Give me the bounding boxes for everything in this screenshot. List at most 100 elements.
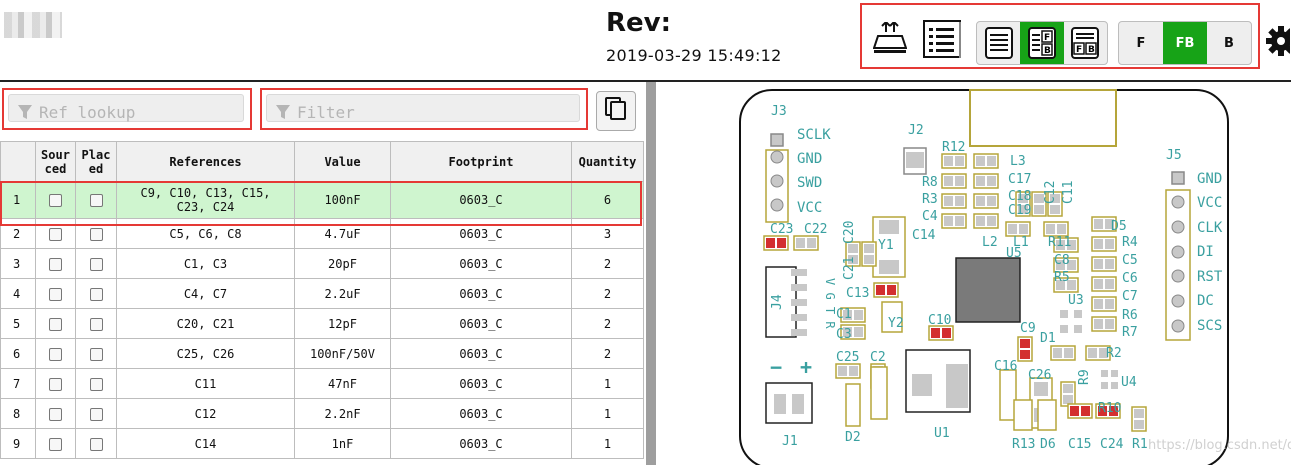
layer-back-button[interactable]: B	[1224, 35, 1234, 51]
layout-button-group: F B F B	[976, 21, 1108, 65]
placed-checkbox[interactable]	[75, 278, 117, 309]
pad	[796, 238, 805, 248]
pad	[912, 374, 932, 396]
pad	[1094, 319, 1103, 329]
sourced-checkbox[interactable]	[35, 428, 76, 459]
pad	[1056, 280, 1065, 290]
pad	[1067, 280, 1076, 290]
row-index: 6	[0, 338, 36, 369]
sourced-checkbox[interactable]	[35, 218, 76, 249]
pcb-ref-label: L2	[982, 235, 998, 250]
pad	[1056, 260, 1065, 270]
pcb-ref-label: D2	[845, 430, 861, 445]
pad	[1094, 299, 1103, 309]
pad	[1088, 348, 1097, 358]
col-header-value[interactable]: Value	[294, 141, 391, 182]
copy-button[interactable]	[596, 91, 636, 131]
pad	[1063, 384, 1073, 393]
placed-checkbox[interactable]	[75, 308, 117, 339]
placed-checkbox[interactable]	[75, 398, 117, 429]
pad	[1094, 279, 1103, 289]
placed-checkbox[interactable]	[75, 248, 117, 279]
ic-outline	[1096, 367, 1124, 395]
pad	[1094, 259, 1103, 269]
bom-only-icon[interactable]	[977, 22, 1020, 64]
placed-checkbox[interactable]	[75, 218, 117, 249]
pad	[1050, 194, 1060, 203]
layer-front-button[interactable]: F	[1136, 35, 1146, 51]
pcb-ref-label: C5	[1122, 253, 1138, 268]
filter-input[interactable]: Filter	[266, 94, 580, 122]
pcb-ref-label: C20	[842, 221, 857, 244]
pad	[944, 156, 953, 166]
sourced-checkbox[interactable]	[35, 248, 76, 279]
placed-checkbox[interactable]	[75, 181, 117, 219]
pad	[1105, 279, 1114, 289]
placed-checkbox[interactable]	[75, 368, 117, 399]
pcb-ref-label: R1	[1132, 437, 1148, 452]
value-cell: 1nF	[294, 428, 391, 459]
pcb-ref-label: +	[800, 355, 812, 379]
pcb-ref-label: J3	[771, 104, 787, 119]
pad	[792, 394, 804, 414]
pad	[1060, 325, 1068, 333]
col-header-index	[0, 141, 36, 182]
revision-title: Rev:	[606, 8, 671, 38]
bom-top-fb-icon[interactable]: F B	[1064, 22, 1107, 64]
pcb-ref-label: C11	[1061, 181, 1076, 204]
col-header-references[interactable]: References	[116, 141, 295, 182]
sourced-checkbox[interactable]	[35, 368, 76, 399]
pcb-ref-label: CLK	[1197, 220, 1223, 236]
pad	[864, 255, 874, 264]
col-header-quantity[interactable]: Quantity	[571, 141, 644, 182]
sourced-checkbox[interactable]	[35, 338, 76, 369]
square-pad	[1171, 171, 1185, 185]
through-hole-pad	[770, 150, 784, 164]
watermark-text: https://blog.csdn.net/qin_love	[1148, 438, 1291, 453]
panel-splitter[interactable]	[646, 82, 656, 465]
pad	[791, 299, 807, 306]
crystal-outline	[881, 301, 903, 333]
pcb-ref-label: D1	[1040, 331, 1056, 346]
pcb-ref-label: L1	[1013, 235, 1029, 250]
references-cell: C12	[116, 398, 295, 429]
sourced-checkbox[interactable]	[35, 398, 76, 429]
sourced-checkbox[interactable]	[35, 181, 76, 219]
value-cell: 2.2nF	[294, 398, 391, 429]
gear-icon[interactable]	[1264, 24, 1290, 58]
footprint-cell: 0603_C	[390, 338, 572, 369]
layer-front-back-button[interactable]: FB	[1163, 22, 1207, 64]
col-header-footprint[interactable]: Footprint	[390, 141, 572, 182]
pad	[791, 269, 807, 276]
netlist-icon[interactable]	[922, 19, 962, 59]
pad	[854, 310, 863, 320]
through-hole-pad	[1171, 319, 1185, 333]
ic-body	[955, 257, 1021, 323]
placed-checkbox[interactable]	[75, 428, 117, 459]
sourced-checkbox[interactable]	[35, 278, 76, 309]
sourced-checkbox[interactable]	[35, 308, 76, 339]
pad	[887, 285, 896, 295]
row-index: 1	[0, 181, 36, 219]
bom-left-fb-icon[interactable]: F B	[1020, 22, 1064, 64]
placed-checkbox[interactable]	[75, 338, 117, 369]
value-cell: 4.7uF	[294, 218, 391, 249]
pad	[987, 156, 996, 166]
ref-lookup-input[interactable]: Ref lookup	[8, 94, 244, 122]
silkscreen-toggle-icon[interactable]	[870, 19, 910, 59]
pcb-ref-label: C4	[922, 209, 938, 224]
